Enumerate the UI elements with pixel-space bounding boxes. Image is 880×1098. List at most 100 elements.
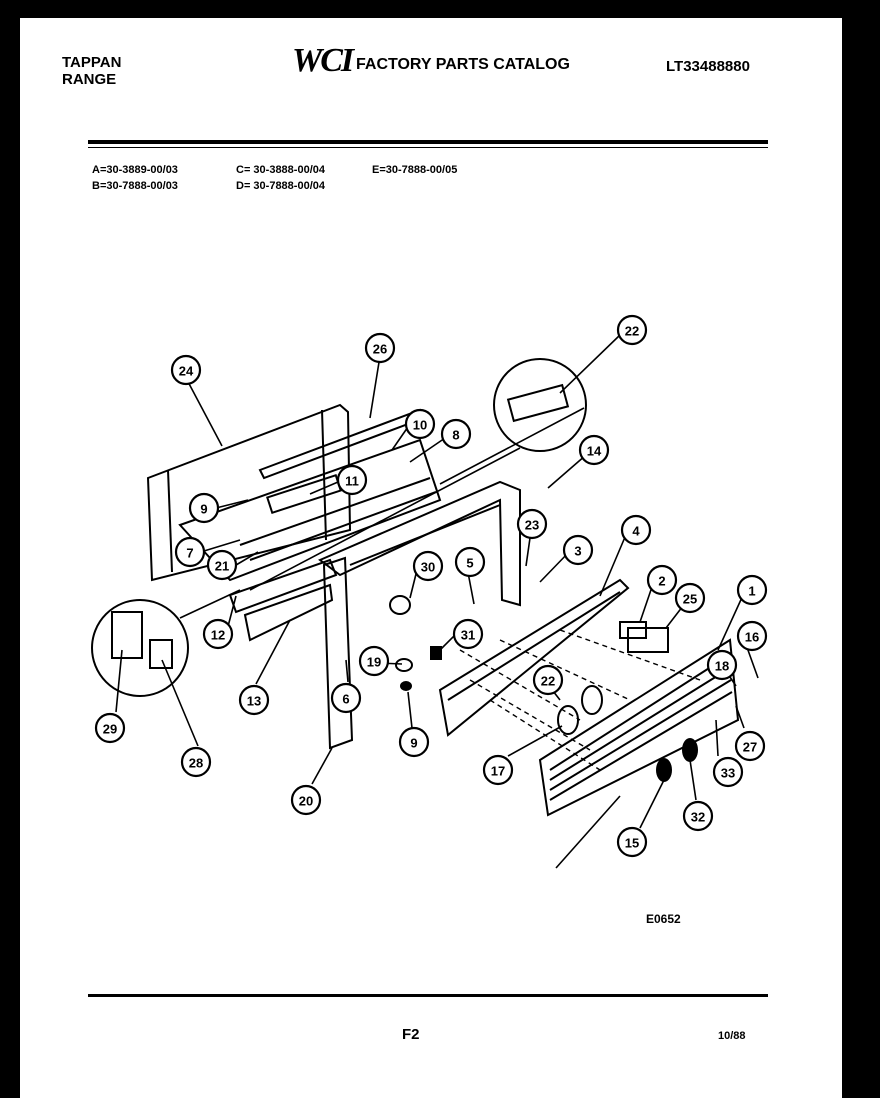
part-callout-label: 25 (683, 592, 697, 607)
panel-4-edge (447, 591, 621, 701)
detail-part-28 (149, 639, 173, 669)
part-callout-1: 1 (736, 574, 768, 606)
part-callout-10: 10 (404, 408, 436, 440)
part-callout-27: 27 (734, 730, 766, 762)
back-panel-edge (167, 469, 173, 573)
part-callout-4: 4 (620, 514, 652, 546)
wci-logo: WCI (292, 42, 354, 79)
part-callout-33: 33 (712, 756, 744, 788)
part-callout-label: 21 (215, 559, 229, 574)
part-callout-label: 19 (367, 655, 381, 670)
part-callout-14: 14 (578, 434, 610, 466)
part-callout-label: 6 (342, 692, 349, 707)
part-callout-13: 13 (238, 684, 270, 716)
knob-22 (581, 685, 603, 715)
part-callout-label: 13 (247, 694, 261, 709)
bracket-25 (627, 627, 669, 653)
catalog-title: FACTORY PARTS CATALOG (356, 56, 570, 73)
part-callout-3: 3 (562, 534, 594, 566)
part-callout-label: 29 (103, 722, 117, 737)
lamp-19 (395, 658, 413, 672)
part-callout-label: 11 (345, 474, 359, 489)
part-callout-label: 15 (625, 836, 639, 851)
part-callout-label: 12 (211, 628, 225, 643)
part-callout-label: 26 (373, 342, 387, 357)
part-callout-24: 24 (170, 354, 202, 386)
page-number: F2 (402, 1026, 420, 1043)
frame-rib (349, 504, 501, 566)
knob-32 (656, 758, 672, 782)
part-callout-8: 8 (440, 418, 472, 450)
housing-rib (239, 477, 431, 546)
part-callout-30: 30 (412, 550, 444, 582)
model-d: D= 30-7888-00/04 (236, 180, 325, 192)
housing-rib (249, 491, 437, 561)
part-callout-18: 18 (706, 649, 738, 681)
detail-circle-22 (493, 358, 587, 452)
part-callout-label: 27 (743, 740, 757, 755)
part-callout-label: 3 (574, 544, 581, 559)
knob-33 (682, 738, 698, 762)
part-callout-label: 14 (587, 444, 602, 459)
part-callout-2: 2 (646, 564, 678, 596)
header-rule-thin (88, 147, 768, 148)
part-callout-label: 9 (410, 736, 417, 751)
part-callout-22: 22 (532, 664, 564, 696)
left-end-panel (322, 556, 354, 750)
part-callout-7: 7 (174, 536, 206, 568)
part-callout-label: 8 (452, 428, 459, 443)
part-callout-label: 22 (625, 324, 639, 339)
timer-30 (389, 595, 411, 615)
part-callout-label: 23 (525, 518, 539, 533)
model-e: E=30-7888-00/05 (372, 164, 458, 176)
part-callout-17: 17 (482, 754, 514, 786)
part-callout-26: 26 (364, 332, 396, 364)
lower-rail (228, 558, 338, 614)
part-callout-label: 10 (413, 418, 427, 433)
main-frame (318, 480, 521, 607)
part-callout-20: 20 (290, 784, 322, 816)
part-callout-label: 7 (186, 546, 193, 561)
switch-31 (430, 646, 442, 660)
model-a: A=30-3889-00/03 (92, 164, 178, 176)
part-callout-label: 17 (491, 764, 505, 779)
part-callout-label: 20 (299, 794, 313, 809)
part-callout-label: 22 (541, 674, 555, 689)
switch-2 (619, 621, 647, 639)
drawing-number: E0652 (646, 912, 681, 926)
part-callout-21: 21 (206, 549, 238, 581)
detail-part-29 (111, 611, 143, 659)
detail-circle-29 (91, 599, 189, 697)
part-callout-label: 9 (200, 502, 207, 517)
control-panel-front (538, 638, 740, 817)
brand-name: TAPPAN (62, 54, 122, 71)
part-callout-12: 12 (202, 618, 234, 650)
part-callout-label: 1 (748, 584, 755, 599)
part-callout-label: 5 (466, 556, 473, 571)
part-callout-16: 16 (736, 620, 768, 652)
detail-lead (179, 589, 241, 619)
part-callout-19: 19 (358, 645, 390, 677)
part-callout-label: 31 (461, 628, 475, 643)
part-callout-22: 22 (616, 314, 648, 346)
part-callout-23: 23 (516, 508, 548, 540)
part-callout-label: 33 (721, 766, 735, 781)
socket-20 (400, 681, 412, 691)
panel-4 (438, 578, 630, 737)
print-date: 10/88 (718, 1030, 746, 1042)
model-b: B=30-7888-00/03 (92, 180, 178, 192)
part-callout-label: 24 (179, 364, 194, 379)
panel-hatch (549, 655, 733, 801)
part-callout-label: 30 (421, 560, 435, 575)
part-callout-11: 11 (336, 464, 368, 496)
part-callout-28: 28 (180, 746, 212, 778)
part-callout-label: 28 (189, 756, 203, 771)
detail-lead (439, 407, 585, 485)
header-rule (88, 140, 768, 144)
part-callout-9: 9 (188, 492, 220, 524)
detail-part-22 (506, 383, 570, 423)
part-callout-32: 32 (682, 800, 714, 832)
part-callout-5: 5 (454, 546, 486, 578)
leader-lines (115, 334, 759, 869)
